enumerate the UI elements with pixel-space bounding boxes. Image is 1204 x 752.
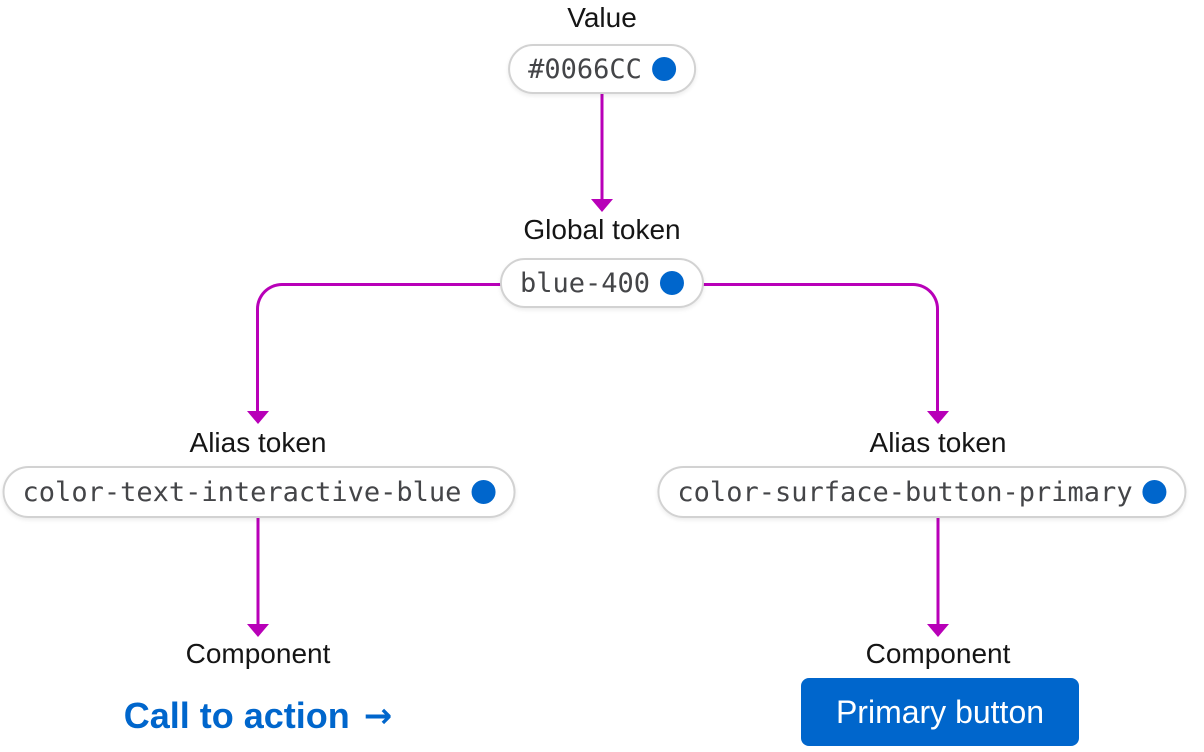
color-swatch-dot-icon — [660, 271, 685, 295]
arrow-down-icon — [247, 411, 269, 424]
arrow-down-icon — [591, 199, 613, 212]
value-tier-label: Value — [567, 2, 637, 33]
connector-alias-right-to-component-line — [936, 516, 940, 625]
call-to-action-link[interactable]: Call to action → — [124, 695, 393, 737]
arrow-down-icon — [927, 411, 949, 424]
value-token-text: #0066CC — [528, 53, 642, 85]
alias-token-left-chip: color-text-interactive-blue — [2, 466, 516, 518]
component-left-tier-label: Component — [185, 638, 331, 669]
color-swatch-dot-icon — [651, 57, 676, 81]
arrow-down-icon — [247, 624, 269, 637]
component-right-tier-label: Component — [865, 638, 1011, 669]
value-token-chip: #0066CC — [508, 44, 696, 94]
arrow-down-icon — [927, 624, 949, 637]
primary-button-label: Primary button — [835, 693, 1045, 730]
connector-alias-left-to-component-line — [256, 518, 260, 625]
alias-token-right-tier-label: Alias token — [869, 427, 1007, 458]
connector-value-to-global-line — [600, 94, 604, 200]
alias-token-right-chip: color-surface-button-primary — [657, 466, 1187, 518]
alias-token-left-text: color-text-interactive-blue — [22, 476, 462, 508]
color-swatch-dot-icon — [1142, 480, 1167, 504]
global-token-tier-label: Global token — [523, 214, 681, 245]
color-swatch-dot-icon — [471, 480, 496, 504]
arrow-right-icon: → — [363, 696, 393, 736]
alias-token-right-text: color-surface-button-primary — [677, 476, 1133, 508]
primary-button[interactable]: Primary button — [801, 678, 1079, 746]
call-to-action-label: Call to action — [123, 695, 350, 736]
alias-token-left-tier-label: Alias token — [189, 427, 327, 458]
global-token-chip: blue-400 — [499, 258, 705, 308]
global-token-text: blue-400 — [519, 267, 651, 299]
